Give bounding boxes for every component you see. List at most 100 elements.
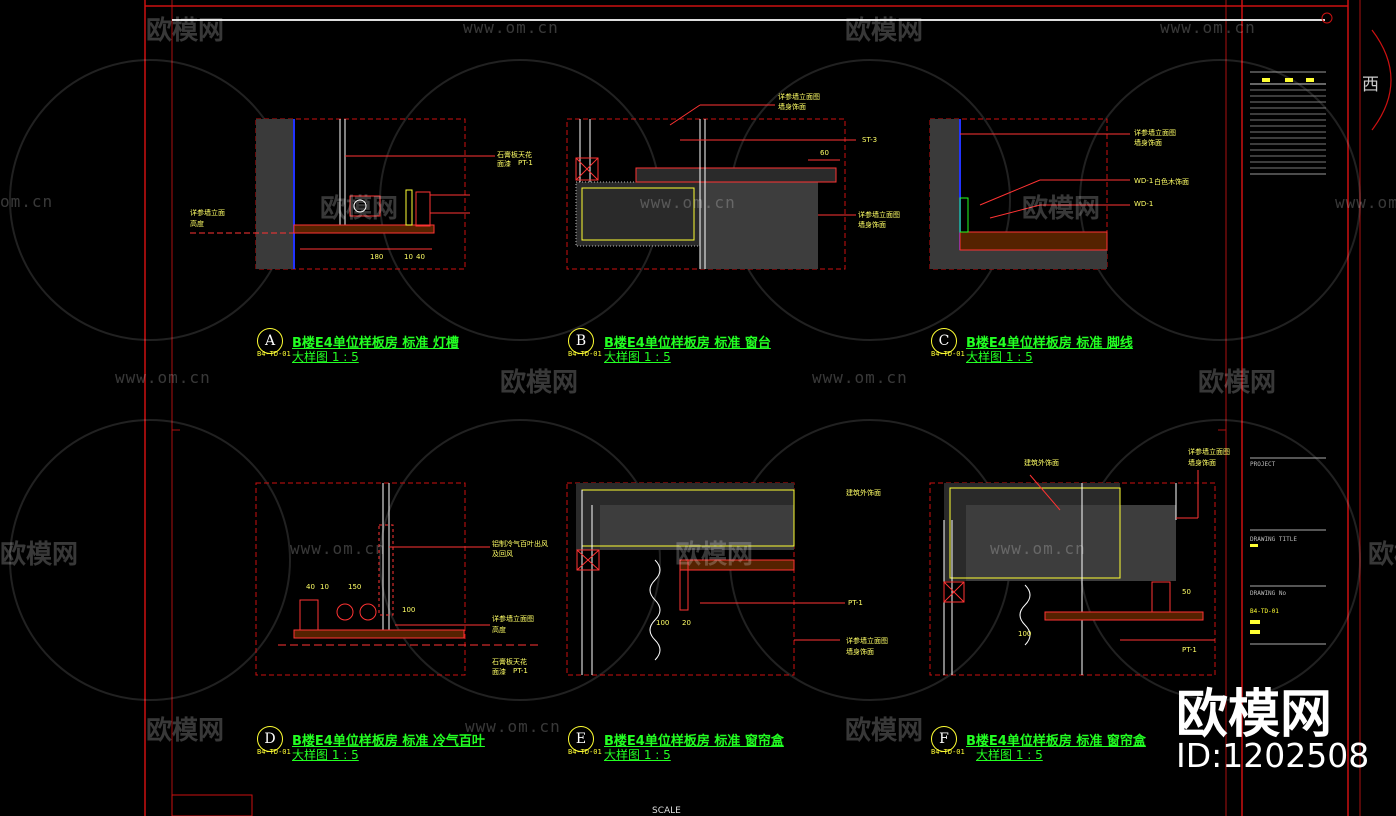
watermark-url: om.cn	[0, 192, 54, 211]
annotation-tag: WD-1	[1134, 177, 1154, 185]
watermark-brand: 欧模网	[500, 368, 579, 398]
detail-e-title[interactable]: B楼E4单位样板房 标准 窗帘盒	[604, 734, 784, 749]
detail-a-drawing[interactable]	[190, 118, 495, 270]
watermark-brand: 欧模网	[146, 16, 225, 46]
watermark-brand: 欧模网	[1368, 540, 1396, 570]
detail-e-scale: 大样图 1 : 5	[604, 748, 671, 762]
annotation: 详参墙立面图	[846, 637, 888, 645]
detail-a-marker[interactable]: A	[257, 328, 283, 354]
annotation: 及回风	[492, 550, 513, 558]
watermark-brand: 欧模网	[845, 716, 924, 746]
annotation: 石膏板天花	[492, 658, 527, 666]
sheet-frame	[144, 0, 1392, 816]
dimension-label: 20	[682, 619, 691, 627]
annotation: 高度	[190, 220, 204, 228]
detail-e-code: B4-TD-01	[568, 748, 602, 756]
annotation: 建筑外饰面	[1024, 459, 1059, 467]
detail-a-scale: 大样图 1 : 5	[292, 350, 359, 364]
drawing-no-value: B4-TD-01	[1250, 608, 1279, 615]
detail-e-drawing[interactable]	[566, 482, 845, 676]
dimension-label: 10	[320, 583, 329, 591]
watermark-url: www.om.cn	[812, 368, 908, 387]
annotation-tag: PT-1	[1182, 646, 1197, 654]
dimension-label: 100	[1018, 630, 1032, 638]
annotation: 白色木饰面	[1154, 178, 1189, 186]
watermark-brand: 欧模网	[675, 540, 754, 570]
annotation: 墙身饰面	[778, 103, 806, 111]
detail-f-code: B4-TD-01	[931, 748, 965, 756]
watermark-url: www.om.cn	[463, 18, 559, 37]
detail-a-title[interactable]: B楼E4单位样板房 标准 灯槽	[292, 336, 459, 351]
annotation: 墙身饰面	[846, 648, 874, 656]
watermark-brand: 欧模网	[320, 194, 399, 224]
detail-b-scale: 大样图 1 : 5	[604, 350, 671, 364]
dimension-label: 150	[348, 583, 362, 591]
dimension-label: 100	[656, 619, 670, 627]
detail-b-marker[interactable]: B	[568, 328, 594, 354]
dimension-label: 180	[370, 253, 384, 261]
brand-logo-text: 欧模网	[1176, 685, 1333, 745]
detail-d-marker[interactable]: D	[257, 726, 283, 752]
watermark-url: www.om.cn	[290, 539, 386, 558]
annotation: 石膏板天花	[497, 151, 532, 159]
annotation: 墙身饰面	[858, 221, 886, 229]
detail-d-code: B4-TD-01	[257, 748, 291, 756]
detail-d-scale: 大样图 1 : 5	[292, 748, 359, 762]
watermark-brand: 欧模网	[0, 540, 79, 570]
watermark-brand: 欧模网	[1022, 194, 1101, 224]
watermark-url: www.om.cn	[640, 193, 736, 212]
watermark-brand: 欧模网	[845, 16, 924, 46]
annotation: 详参墙立面图	[1188, 448, 1230, 456]
detail-c-scale: 大样图 1 : 5	[966, 350, 1033, 364]
annotation-tag: PT-1	[848, 599, 863, 607]
watermark-url: www.om.cn	[115, 368, 211, 387]
title-block	[1250, 71, 1326, 645]
watermark-url: www.om.cn	[1160, 18, 1256, 37]
side-character: 西	[1362, 75, 1379, 95]
detail-b-code: B4-TD-01	[568, 350, 602, 358]
dimension-label: 50	[1182, 588, 1191, 596]
detail-e-marker[interactable]: E	[568, 726, 594, 752]
detail-f-title[interactable]: B楼E4单位样板房 标准 窗帘盒	[966, 734, 1146, 749]
detail-d-title[interactable]: B楼E4单位样板房 标准 冷气百叶	[292, 734, 485, 749]
detail-c-title[interactable]: B楼E4单位样板房 标准 脚线	[966, 336, 1133, 351]
annotation: 墙身饰面	[1188, 459, 1216, 467]
detail-c-marker[interactable]: C	[931, 328, 957, 354]
detail-f-scale: 大样图 1 : 5	[976, 748, 1043, 762]
scale-label: SCALE	[652, 806, 681, 816]
annotation: 墙身饰面	[1134, 139, 1162, 147]
dimension-label: 40	[306, 583, 315, 591]
annotation: 面漆	[492, 668, 506, 676]
detail-c-drawing[interactable]	[929, 118, 1130, 270]
detail-b-title[interactable]: B楼E4单位样板房 标准 窗台	[604, 336, 771, 351]
drawing-title-label: DRAWING TITLE	[1250, 536, 1297, 543]
detail-b-drawing[interactable]	[566, 104, 856, 270]
dimension-label: 10	[404, 253, 413, 261]
annotation: 详参墙立面图	[858, 211, 900, 219]
watermark-brand: 欧模网	[1198, 368, 1277, 398]
annotation-tag: ST-3	[862, 136, 878, 144]
annotation: 详参墙立面图	[1134, 129, 1176, 137]
annotation: 建筑外饰面	[846, 489, 881, 497]
watermark-url: www.om.cn	[465, 717, 561, 736]
watermark-url: www.om.cn	[1335, 193, 1396, 212]
annotation-tag: PT-1	[513, 667, 528, 675]
detail-a-code: B4-TD-01	[257, 350, 291, 358]
dimension-label: 100	[402, 606, 416, 614]
drawing-no-label: DRAWING No	[1250, 590, 1287, 597]
annotation: 详参墙立面	[190, 209, 225, 217]
detail-f-drawing[interactable]	[929, 470, 1216, 676]
annotation: 详参墙立面图	[492, 615, 534, 623]
annotation: 高度	[492, 626, 506, 634]
annotation: 铝制冷气百叶出风	[492, 540, 548, 548]
annotation: 详参墙立面图	[778, 93, 820, 101]
detail-d-drawing[interactable]	[255, 482, 540, 676]
dimension-label: 40	[416, 253, 425, 261]
annotation: 面漆	[497, 160, 511, 168]
annotation-tag: PT-1	[518, 159, 533, 167]
model-id-text: ID:1202508	[1176, 736, 1370, 775]
watermark-url: www.om.cn	[990, 539, 1086, 558]
watermark-brand: 欧模网	[146, 716, 225, 746]
detail-f-marker[interactable]: F	[931, 726, 957, 752]
